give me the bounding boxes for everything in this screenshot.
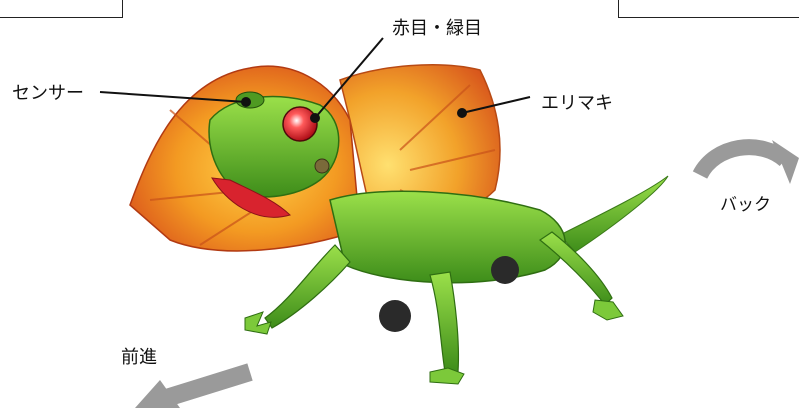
forward-arrow-icon: [135, 363, 253, 408]
back-curved-arrow-icon: [692, 139, 799, 184]
eyes-label: 赤目・緑目: [392, 18, 482, 39]
frill-label: エリマキ: [541, 93, 613, 114]
back-label: バック: [720, 195, 771, 215]
red-green-eye: [282, 106, 318, 142]
wheel-front: [379, 300, 411, 332]
top-right-frame: [618, 0, 799, 18]
lizard-mouth: [211, 177, 291, 218]
top-left-frame: [0, 0, 123, 18]
callout-lines: [99, 37, 531, 123]
lizard-feet: [244, 299, 624, 385]
lizard-body: [329, 190, 566, 284]
forward-label: 前進: [121, 347, 157, 368]
ear-knob: [314, 158, 330, 174]
sensor-label: センサー: [12, 83, 84, 104]
lizard-tail: [559, 175, 669, 253]
wheel-rear: [491, 256, 519, 284]
